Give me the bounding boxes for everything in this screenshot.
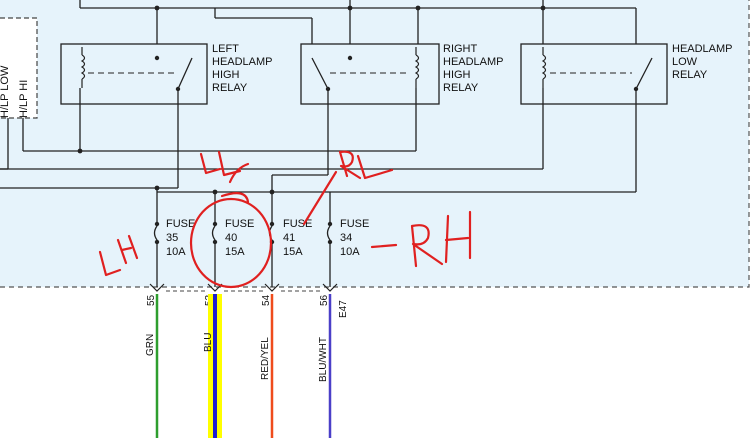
switch-label-hi: H/LP HI	[18, 80, 30, 118]
fuse-41-rating: 15A	[283, 246, 303, 258]
relay-right-headlamp-high	[300, 43, 440, 105]
fuse-34-number: 34	[340, 232, 352, 244]
annotation-rl	[338, 150, 394, 180]
wire-label-grn: GRN	[145, 334, 156, 356]
fuse-40-number: 40	[225, 232, 237, 244]
fuse-40: FUSE 40 15A	[211, 212, 254, 258]
fuse-box-border	[0, 0, 750, 288]
relay-right-line2: HEADLAMP	[443, 56, 504, 68]
fuse-35-label: FUSE	[166, 218, 195, 230]
relay-left-line2: HEADLAMP	[212, 56, 273, 68]
annotation-hook	[220, 162, 250, 204]
annotation-rh	[370, 210, 472, 268]
relay-left-line4: RELAY	[212, 82, 248, 94]
handwritten-annotations	[98, 150, 472, 289]
annotation-slash	[302, 170, 338, 226]
headlamp-switch: H/LP LOW H/LP HI	[0, 17, 38, 119]
annotation-circle	[189, 197, 273, 289]
pin-56: 56	[319, 294, 330, 306]
fuse-35-number: 35	[166, 232, 178, 244]
pin-54: 54	[261, 294, 272, 306]
fuse-41-label: FUSE	[283, 218, 312, 230]
annotation-lh	[98, 234, 139, 277]
wire-label-blu: BLU	[203, 333, 214, 352]
pin-55: 55	[146, 294, 157, 306]
relay-headlamp-low	[520, 43, 668, 105]
connector-id: E47	[338, 300, 349, 318]
fuse-40-label: FUSE	[225, 218, 254, 230]
fuse-35-rating: 10A	[166, 246, 186, 258]
fuse-41: FUSE 41 15A	[268, 212, 312, 258]
wire-label-red-yel: RED/YEL	[260, 337, 271, 380]
fuse-35: FUSE 35 10A	[153, 212, 195, 258]
relay-low-line2: LOW	[672, 56, 698, 68]
fuse-34-label: FUSE	[340, 218, 369, 230]
relay-low-line1: HEADLAMP	[672, 43, 733, 55]
fuse-outputs	[156, 242, 331, 287]
relay-left-line1: LEFT	[212, 43, 239, 55]
relay-right-line3: HIGH	[443, 69, 471, 81]
fuse-box-panel	[0, 0, 749, 287]
relay-right-line1: RIGHT	[443, 43, 478, 55]
relay-right-line4: RELAY	[443, 82, 479, 94]
fuse-40-rating: 15A	[225, 246, 245, 258]
switch-label-low: H/LP LOW	[0, 65, 11, 118]
fuse-34-rating: 10A	[340, 246, 360, 258]
top-junctions	[154, 5, 546, 11]
relay-left-headlamp-high	[60, 43, 208, 105]
connector-e47: 55 52 54 56 E47	[146, 283, 349, 318]
wire-label-blu-wht: BLU/WHT	[318, 337, 329, 382]
control-junctions	[77, 148, 275, 195]
relay-left-line3: HIGH	[212, 69, 240, 81]
harness-wires: GRN BLU RED/YEL BLU/WHT	[145, 294, 332, 438]
relay-low-line3: RELAY	[672, 69, 708, 81]
fuse-41-number: 41	[283, 232, 295, 244]
fuse-34: FUSE 34 10A	[326, 212, 369, 258]
relay-labels: LEFT HEADLAMP HIGH RELAY RIGHT HEADLAMP …	[212, 43, 733, 94]
